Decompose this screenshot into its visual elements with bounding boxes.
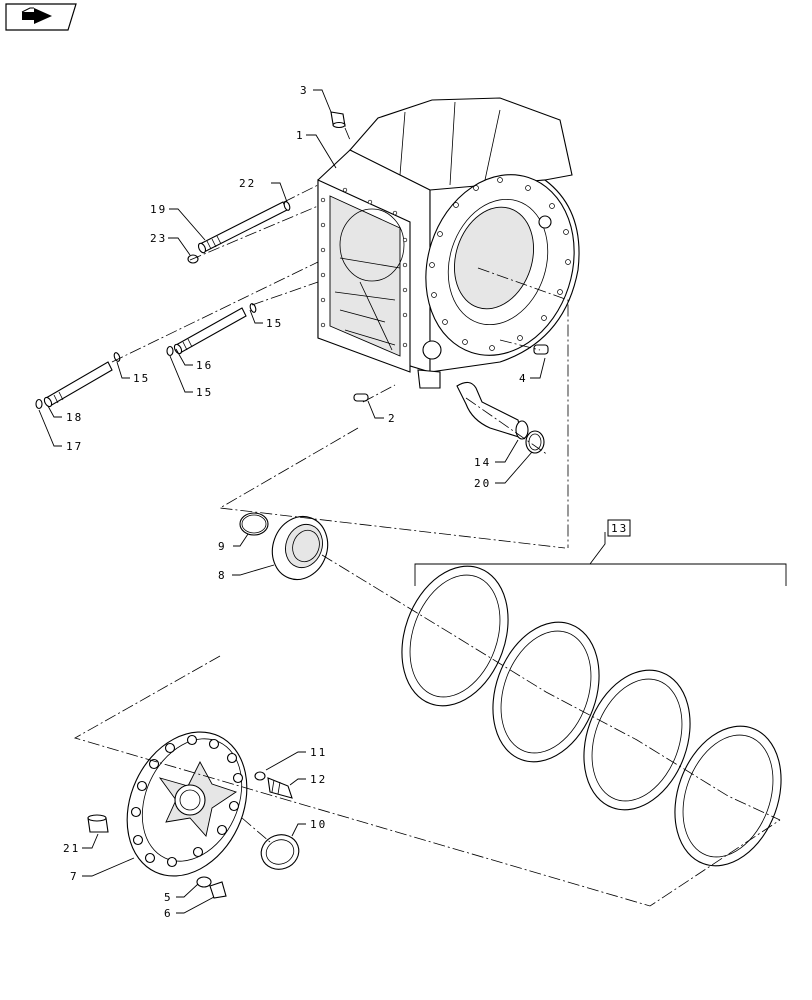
pin-part-3 — [330, 111, 346, 129]
cover-bolt-holes — [130, 734, 244, 868]
screw-part-6 — [209, 881, 227, 899]
bearing-part-8 — [271, 515, 329, 581]
washer-part-5 — [196, 876, 212, 888]
callout-16[interactable]: 16 — [196, 359, 213, 372]
callout-3[interactable]: 3 — [300, 84, 309, 97]
cover-part-7 — [126, 731, 248, 877]
washer-part-11 — [254, 771, 266, 781]
ring-part-17 — [35, 398, 43, 410]
callout-8[interactable]: 8 — [218, 569, 227, 582]
callout-20[interactable]: 20 — [474, 477, 491, 490]
callout-18[interactable]: 18 — [66, 411, 83, 424]
gasket-set-part-13 — [401, 563, 787, 867]
callout-box-13 — [607, 519, 631, 537]
flange-bolt-holes — [429, 177, 571, 351]
pin-part-4 — [533, 344, 549, 355]
shaft-part-19 — [197, 201, 288, 254]
gasket-4 — [674, 725, 782, 867]
callout-14[interactable]: 14 — [474, 456, 491, 469]
previous-page-button[interactable] — [5, 3, 77, 31]
snap-ring-part-9 — [239, 512, 269, 536]
callout-9[interactable]: 9 — [218, 540, 227, 553]
callout-22[interactable]: 22 — [239, 177, 256, 190]
callout-7[interactable]: 7 — [70, 870, 79, 883]
frame-holes — [320, 187, 408, 348]
callout-19[interactable]: 19 — [150, 203, 167, 216]
callout-15-c[interactable]: 15 — [196, 386, 213, 399]
callout-1[interactable]: 1 — [296, 129, 305, 142]
ring-part-15-c — [166, 345, 174, 357]
ring-part-15-a — [249, 303, 257, 313]
callout-6[interactable]: 6 — [164, 907, 173, 920]
pin-part-21 — [87, 814, 109, 833]
ring-part-22 — [283, 201, 291, 211]
previous-page-arrow-icon — [21, 7, 52, 24]
callout-11[interactable]: 11 — [310, 746, 327, 759]
seal-part-10 — [260, 834, 300, 870]
callout-21[interactable]: 21 — [63, 842, 80, 855]
callout-2[interactable]: 2 — [388, 412, 397, 425]
callout-10[interactable]: 10 — [310, 818, 327, 831]
pipe-part-14 — [456, 381, 529, 440]
shaft-part-16 — [173, 307, 247, 355]
shaft-part-18 — [43, 361, 113, 408]
assembly-center-lines — [73, 127, 781, 907]
housing-part-1 — [317, 97, 580, 389]
callout-12[interactable]: 12 — [310, 773, 327, 786]
callout-15-b[interactable]: 15 — [133, 372, 150, 385]
callout-4[interactable]: 4 — [519, 372, 528, 385]
callout-labels: 3 1 22 19 23 15 15 16 15 18 17 2 4 14 20… — [63, 84, 628, 920]
callout-5[interactable]: 5 — [164, 891, 173, 904]
screw-part-12 — [267, 777, 293, 799]
callout-13[interactable]: 13 — [611, 522, 628, 535]
callout-15-a[interactable]: 15 — [266, 317, 283, 330]
callout-leaders — [38, 89, 606, 914]
callout-17[interactable]: 17 — [66, 440, 83, 453]
callout-23[interactable]: 23 — [150, 232, 167, 245]
pin-part-2 — [353, 393, 369, 402]
